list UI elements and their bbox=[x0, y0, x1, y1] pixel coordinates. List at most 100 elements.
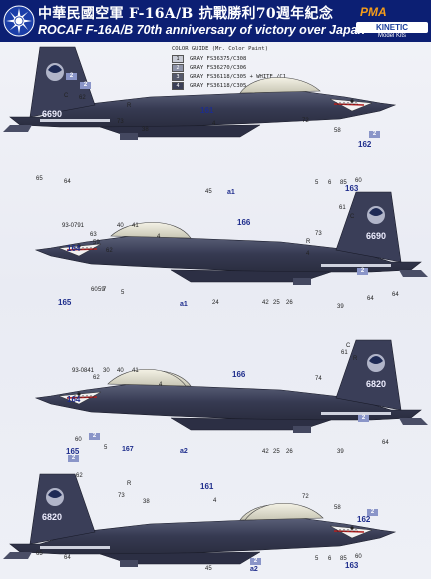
callout-label: 26 bbox=[286, 449, 293, 455]
callout-label: 4 bbox=[306, 251, 310, 257]
aircraft-profiles: 6690 6690 6820 6820 bbox=[2, 46, 429, 568]
callout-label: 58 bbox=[334, 128, 341, 134]
callout-label: 165 bbox=[58, 298, 72, 307]
callout-label: 4 bbox=[212, 121, 216, 127]
callout-label: 59 bbox=[93, 240, 100, 246]
callout-label: 5 bbox=[121, 290, 125, 296]
callout-label: 45 bbox=[205, 189, 212, 195]
callout-label: 166 bbox=[237, 218, 251, 227]
pma-logo: PMA bbox=[360, 5, 387, 19]
callout-label: 42 bbox=[262, 300, 269, 306]
callout-label: 163 bbox=[345, 561, 359, 570]
callout-label: 60 bbox=[355, 554, 362, 560]
callout-label: 64 bbox=[64, 555, 71, 561]
callout-label: 41 bbox=[132, 223, 139, 229]
callout-label: 62 bbox=[76, 473, 83, 479]
callout-label: 85 bbox=[340, 180, 347, 186]
color-swatch: 1 bbox=[172, 54, 184, 63]
callout-label: 7 bbox=[103, 287, 107, 293]
callout-box: 2 bbox=[250, 558, 261, 565]
callout-label: C bbox=[64, 93, 69, 99]
model-kits-label: Model Kits bbox=[377, 33, 406, 39]
color-guide: COLOR GUIDE (Mr. Color Paint) 1 GRAY FS3… bbox=[172, 46, 332, 90]
color-guide-title: COLOR GUIDE (Mr. Color Paint) bbox=[172, 46, 269, 52]
callout-label: 161 bbox=[200, 106, 214, 115]
callout-label: 30 bbox=[103, 368, 110, 374]
callout-label: 38 bbox=[143, 499, 150, 505]
callout-label: 60 bbox=[91, 287, 98, 293]
color-guide-row: 4 GRAY FS36118/C305 + BS4800/C336 bbox=[172, 81, 332, 90]
color-guide-text: GRAY FS36118/C305 + BS4800/C336 bbox=[190, 82, 293, 89]
callout-label: 58 bbox=[334, 505, 341, 511]
callout-label: 41 bbox=[132, 368, 139, 374]
title-english: ROCAF F-16A/B 70th anniversary of victor… bbox=[38, 23, 366, 37]
callout-label: 26 bbox=[286, 300, 293, 306]
callout-label: 40 bbox=[117, 368, 124, 374]
roc-sun-emblem-icon bbox=[3, 5, 35, 37]
aircraft-profile-4: 6820 bbox=[2, 473, 396, 568]
callout-label: 162 bbox=[358, 140, 372, 149]
callout-label: 164 bbox=[67, 395, 81, 404]
callout-label: 162 bbox=[357, 515, 371, 524]
callout-label: 62 bbox=[106, 248, 113, 254]
callout-label: 73 bbox=[315, 231, 322, 237]
tail-number: 6690 bbox=[42, 109, 62, 119]
callout-label: 74 bbox=[315, 376, 322, 382]
callout-label: 65 bbox=[36, 176, 43, 182]
callout-label: 165 bbox=[66, 447, 80, 456]
callout-label: 167 bbox=[122, 446, 134, 453]
callout-label: 4 bbox=[213, 498, 217, 504]
callout-label: 63 bbox=[90, 232, 97, 238]
callout-label: 24 bbox=[212, 300, 219, 306]
callout-label: 64 bbox=[367, 296, 374, 302]
callout-label: C bbox=[346, 343, 351, 349]
callout-label: 72 bbox=[302, 118, 309, 124]
callout-label: a1 bbox=[180, 301, 188, 308]
callout-label: 61 bbox=[341, 350, 348, 356]
callout-box: 2 bbox=[66, 73, 77, 80]
callout-label: 25 bbox=[273, 300, 280, 306]
callout-label: a1 bbox=[227, 189, 235, 196]
callout-label: 62 bbox=[79, 95, 86, 101]
color-swatch: 4 bbox=[172, 81, 184, 90]
callout-label: 85 bbox=[340, 556, 347, 562]
aircraft-profile-3: 6820 bbox=[35, 339, 429, 434]
tail-number: 6820 bbox=[42, 512, 62, 522]
callout-label: 38 bbox=[142, 127, 149, 133]
callout-label: 72 bbox=[302, 494, 309, 500]
callout-label: 59 bbox=[98, 287, 105, 293]
callout-label: 62 bbox=[93, 375, 100, 381]
callout-label: 45 bbox=[205, 566, 212, 572]
tail-number: 6820 bbox=[366, 379, 386, 389]
callout-label: 4 bbox=[159, 382, 163, 388]
callout-label: 60 bbox=[75, 437, 82, 443]
callout-label: 93-0841 bbox=[72, 368, 95, 374]
callout-label: 6 bbox=[328, 180, 332, 186]
title-chinese: 中華民國空軍 F-16A/B 抗戰勝利70週年紀念 bbox=[38, 6, 334, 22]
color-guide-text: GRAY FS36375/C308 bbox=[190, 55, 247, 62]
callout-label: 42 bbox=[262, 449, 269, 455]
callout-label: 5 bbox=[104, 445, 108, 451]
callout-box: 2 bbox=[89, 433, 100, 440]
callout-label: 5 bbox=[315, 180, 319, 186]
color-guide-row: 3 GRAY FS36118/C305 + WHITE /C1 bbox=[172, 72, 332, 81]
color-swatch: 3 bbox=[172, 72, 184, 81]
callout-label: 166 bbox=[232, 370, 246, 379]
callout-label: 64 bbox=[64, 179, 71, 185]
callout-label: 60 bbox=[355, 178, 362, 184]
callout-label: R bbox=[127, 103, 132, 109]
callout-label: 73 bbox=[117, 119, 124, 125]
callout-label: 6 bbox=[328, 556, 332, 562]
color-guide-text: GRAY FS36118/C305 + WHITE /C1 bbox=[190, 73, 287, 80]
callout-box: 2 bbox=[358, 415, 369, 422]
kinetic-logo: KINETIC bbox=[356, 22, 428, 33]
callout-label: 4 bbox=[157, 234, 161, 240]
callout-label: 5 bbox=[315, 556, 319, 562]
color-guide-row: 1 GRAY FS36375/C308 bbox=[172, 54, 332, 63]
aircraft-profile-1: 6690 bbox=[2, 46, 396, 141]
color-guide-row: 2 GRAY FS36270/C306 bbox=[172, 63, 332, 72]
callout-label: 93-0791 bbox=[62, 223, 85, 229]
callout-box: 2 bbox=[80, 82, 91, 89]
callout-label: 39 bbox=[337, 449, 344, 455]
